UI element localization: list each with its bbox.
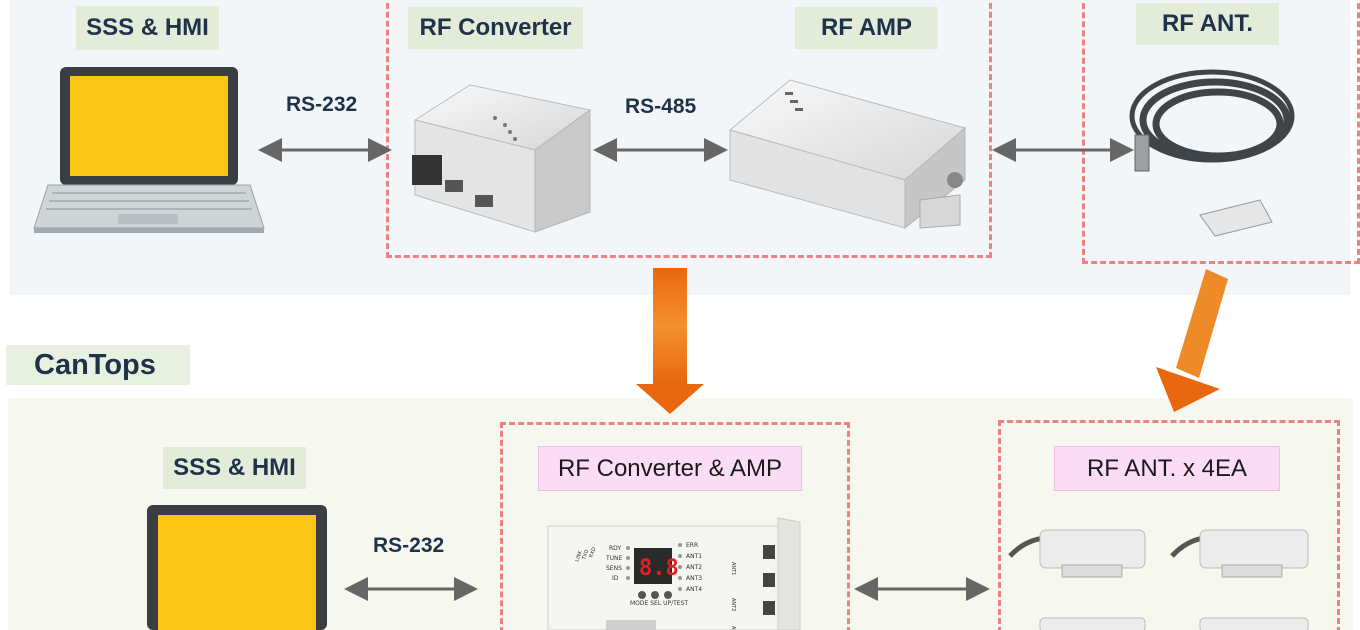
- top-rf-converter-label: RF Converter: [408, 7, 583, 49]
- device-side-labels: LINK TXD RXD: [574, 546, 597, 562]
- down-arrow-converter: [636, 268, 704, 414]
- bottom-antenna-4: [1199, 617, 1309, 630]
- side-label-0: LINK: [574, 549, 584, 562]
- led-right-1: ANT1: [686, 553, 702, 560]
- top-rf-amp-label: RF AMP: [795, 7, 938, 49]
- led-right-4: ANT4: [686, 586, 702, 593]
- bottom-antenna-3: [1039, 617, 1146, 630]
- svg-text:8.8: 8.8: [639, 556, 679, 581]
- bottom-rf-converter-amp-label: RF Converter & AMP: [538, 446, 802, 491]
- ant-port-2: ANT3: [730, 626, 736, 630]
- bottom-converter-group: [500, 422, 850, 630]
- side-label-1: TXD: [581, 549, 591, 562]
- bottom-sss-hmi-label: SSS & HMI: [163, 447, 306, 489]
- top-sss-hmi-label: SSS & HMI: [76, 6, 219, 50]
- led-right-3: ANT3: [686, 575, 702, 582]
- down-arrow-antenna: [1156, 269, 1228, 412]
- top-laptop-icon: [33, 67, 265, 233]
- top-rs485-label: RS-485: [625, 95, 697, 118]
- top-rf-antenna-icon: [1129, 69, 1295, 163]
- led-left-3: ID: [612, 575, 619, 582]
- led-right-2: ANT2: [686, 564, 702, 571]
- bottom-rf-device: 8.8: [547, 517, 801, 630]
- device-buttons-label: MODE SEL UP/TEST: [630, 600, 688, 607]
- bottom-antenna-2: [1170, 529, 1309, 578]
- top-rf-amp-device: [728, 79, 967, 230]
- rf-ant-group: [1082, 0, 1360, 264]
- rf-converter-amp-group: [386, 0, 992, 258]
- led-left-0: RDY: [609, 545, 621, 552]
- bottom-ant-group: [998, 420, 1340, 630]
- section-title: CanTops: [6, 345, 190, 385]
- led-right-0: ERR: [686, 542, 698, 549]
- top-rf-ant-label: RF ANT.: [1136, 3, 1279, 45]
- device-port-labels: ANT1 ANT2 ANT3: [730, 562, 736, 630]
- side-label-2: RXD: [588, 546, 597, 558]
- bottom-laptop-icon: [147, 505, 327, 630]
- device-led-labels: RDY TUNE SENS ID ERR ANT1 ANT2 ANT3 ANT4…: [605, 542, 702, 607]
- top-rf-converter-device: [412, 84, 592, 233]
- top-rs232-label: RS-232: [286, 93, 358, 116]
- ant-port-0: ANT1: [730, 562, 736, 575]
- bottom-rf-ant-4ea-label: RF ANT. x 4EA: [1054, 446, 1280, 491]
- top-antenna-connector: [1134, 134, 1273, 237]
- ant-port-1: ANT2: [730, 598, 736, 611]
- led-left-2: SENS: [606, 565, 622, 572]
- bottom-antenna-1: [1008, 529, 1146, 578]
- bottom-rs232-label: RS-232: [373, 534, 445, 557]
- led-left-1: TUNE: [605, 555, 623, 562]
